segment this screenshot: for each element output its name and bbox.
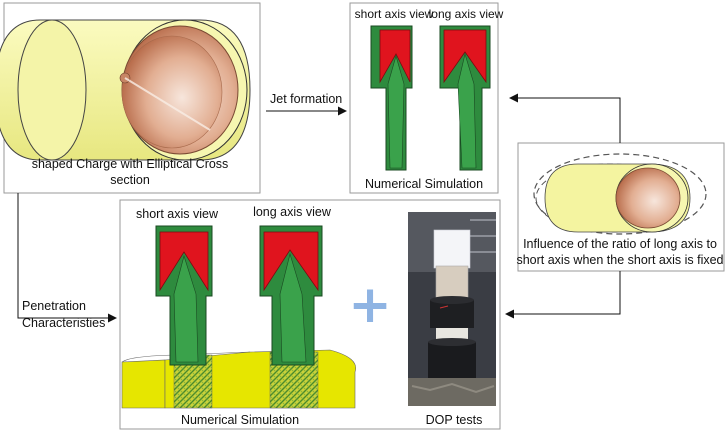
jet-simulation-box: short axis view long axis view Numerical…	[349, 2, 504, 194]
plus-symbol: +	[348, 275, 392, 335]
ratio-box: Influence of the ratio of long axis to s…	[516, 142, 725, 272]
penetration-label-line2: Characteristies	[22, 316, 105, 330]
ratio-caption-line2: short axis when the short axis is fixed	[516, 253, 723, 267]
pen-long-axis-label: long axis view	[253, 205, 332, 219]
pen-long-axis-model	[259, 225, 323, 366]
pen-sim-caption: Numerical Simulation	[181, 413, 299, 427]
charge-caption-line2: section	[110, 173, 150, 187]
ratio-to-jet-arrow	[509, 93, 621, 143]
jet-short-axis-label: short axis view	[355, 7, 434, 21]
penetration-arrow	[17, 193, 117, 323]
pen-short-axis-model	[155, 225, 213, 366]
ratio-charge-image	[533, 153, 707, 235]
charge-caption-line1: shaped Charge with Elliptical Cross	[32, 157, 229, 171]
dop-test-photo	[408, 212, 496, 406]
penetration-box: short axis view long axis view +	[119, 199, 501, 430]
penetration-label-line1: Penetration	[22, 299, 86, 313]
jet-long-axis-model	[439, 25, 491, 171]
elliptical-charge-image	[0, 19, 251, 161]
pen-short-axis-label: short axis view	[136, 207, 219, 221]
charge-box: shaped Charge with Elliptical Cross sect…	[0, 2, 261, 194]
jet-formation-label: Jet formation	[270, 92, 342, 106]
ratio-caption-line1: Influence of the ratio of long axis to	[523, 237, 717, 251]
jet-sim-caption: Numerical Simulation	[365, 177, 483, 191]
dop-test-caption: DOP tests	[426, 413, 483, 427]
jet-short-axis-model	[370, 25, 413, 171]
jet-long-axis-label: long axis view	[429, 7, 504, 21]
ratio-to-penetration-arrow	[505, 271, 621, 319]
